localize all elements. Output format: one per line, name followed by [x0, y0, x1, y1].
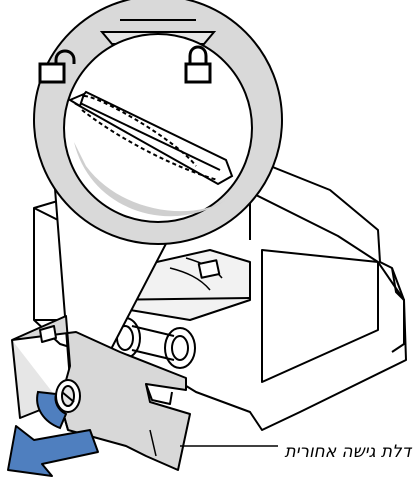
- magnifier-circle: [34, 0, 282, 244]
- rear-access-door-label: דלת גישה אחורית: [206, 442, 411, 462]
- pull-arrow-icon: [8, 426, 98, 476]
